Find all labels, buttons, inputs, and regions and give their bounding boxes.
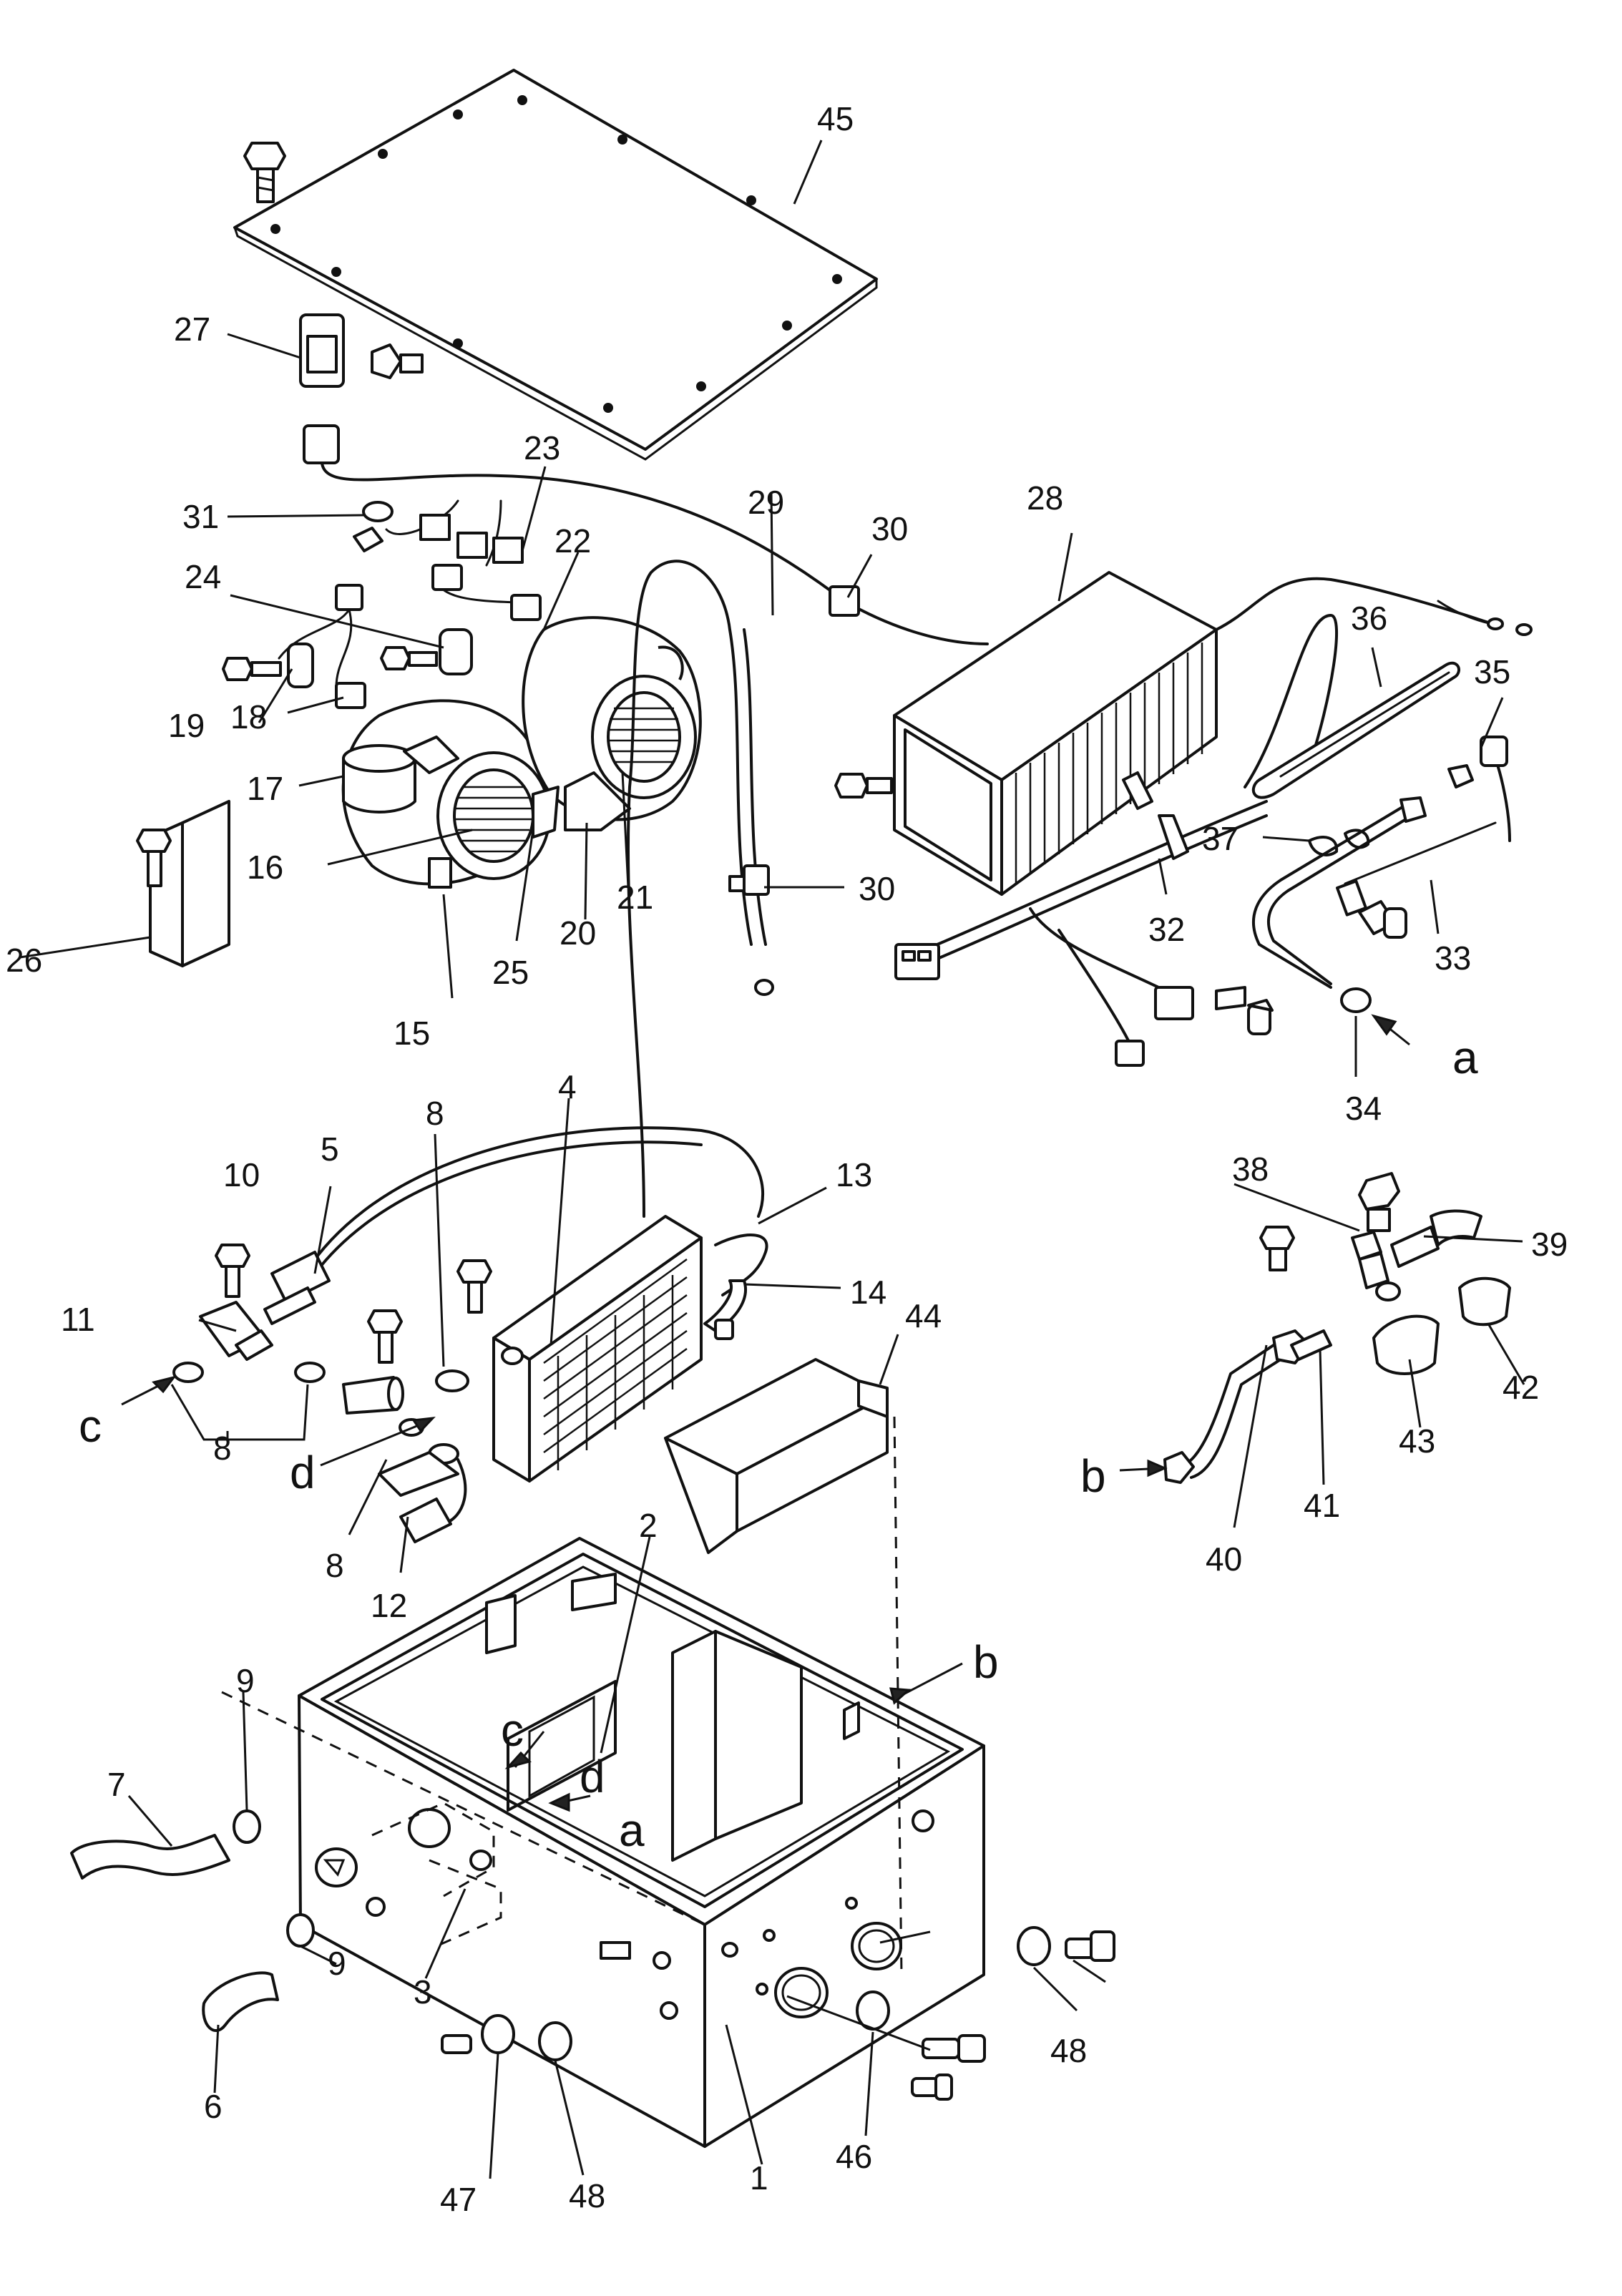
callout-13: 13	[836, 1156, 872, 1193]
callout-8a: 8	[426, 1095, 444, 1132]
callout-30b: 30	[859, 870, 895, 907]
drain-hoses	[70, 1809, 315, 2032]
callout-9b: 9	[328, 1945, 346, 1982]
hidden-lines	[221, 1416, 903, 1975]
callout-44: 44	[905, 1297, 942, 1334]
ref-letter-c-valve: c	[79, 1400, 102, 1452]
callout-8c: 8	[326, 1547, 344, 1584]
callout-27: 27	[174, 311, 210, 348]
callout-48a: 48	[569, 2177, 605, 2214]
callout-3: 3	[414, 1973, 432, 2011]
ref-letter-a-case: a	[619, 1804, 645, 1856]
callout-43: 43	[1399, 1422, 1435, 1460]
callout-26: 26	[6, 942, 42, 979]
pipe-assembly-b	[1163, 1172, 1511, 1484]
callout-31: 31	[182, 498, 219, 535]
callout-38: 38	[1232, 1151, 1269, 1188]
callout-5: 5	[321, 1130, 339, 1168]
small-connectors	[222, 501, 542, 709]
callout-12: 12	[371, 1587, 407, 1624]
callout-35: 35	[1474, 653, 1510, 690]
ref-letter-a-pipe: a	[1452, 1032, 1478, 1083]
callout-32: 32	[1148, 911, 1185, 948]
blower-assembly	[341, 616, 702, 889]
callout-labels: 1 2 3 4 5 6 7 8 8 8 9 9 10 11 12 13 14 1…	[6, 100, 1568, 2218]
callout-21: 21	[617, 879, 653, 916]
callout-46: 46	[836, 2138, 872, 2175]
callout-2: 2	[639, 1507, 658, 1544]
callout-16: 16	[247, 849, 283, 886]
callout-18: 18	[230, 698, 267, 736]
callout-30a: 30	[871, 510, 908, 547]
ref-letter-b-pipe: b	[1080, 1450, 1106, 1502]
grommets-and-bolts	[441, 1926, 1115, 2101]
ref-letter-b-case: b	[973, 1636, 999, 1688]
callout-29: 29	[748, 484, 784, 521]
heater-hoses	[299, 1126, 768, 1340]
callout-48b: 48	[1050, 2032, 1087, 2069]
callout-11: 11	[61, 1301, 95, 1338]
cover-plate	[233, 69, 878, 461]
callout-33: 33	[1435, 939, 1471, 977]
leader-lines	[19, 140, 1525, 2179]
callout-22: 22	[554, 522, 591, 560]
reference-letters: a b c d b c d a	[79, 1032, 1478, 1856]
callout-9a: 9	[236, 1662, 255, 1699]
callout-42: 42	[1503, 1369, 1539, 1406]
callout-15: 15	[394, 1015, 430, 1052]
callout-36: 36	[1351, 600, 1387, 637]
pipe-assembly-a	[1215, 661, 1511, 1035]
callout-7: 7	[107, 1766, 126, 1803]
callout-23: 23	[524, 429, 560, 466]
callout-6: 6	[204, 2088, 223, 2125]
callout-1: 1	[750, 2159, 768, 2197]
callout-10: 10	[223, 1156, 260, 1193]
main-case	[298, 1537, 985, 2148]
callout-24: 24	[185, 558, 221, 595]
callout-34: 34	[1345, 1090, 1382, 1127]
water-valve-assembly	[172, 1244, 492, 1543]
callout-14: 14	[850, 1274, 886, 1311]
callout-47: 47	[440, 2181, 477, 2218]
callout-20: 20	[560, 914, 596, 952]
air-duct	[664, 1358, 889, 1554]
callout-40: 40	[1206, 1540, 1242, 1578]
callout-39: 39	[1531, 1226, 1568, 1263]
callout-45: 45	[817, 100, 854, 137]
callout-41: 41	[1304, 1487, 1340, 1524]
ref-letter-d-valve: d	[290, 1447, 316, 1498]
callout-25: 25	[492, 954, 529, 991]
callout-19: 19	[168, 707, 205, 744]
ref-letter-c-case: c	[501, 1704, 524, 1756]
callout-28: 28	[1027, 479, 1063, 517]
long-hose	[626, 560, 774, 1218]
callout-4: 4	[558, 1068, 577, 1105]
callout-8b: 8	[213, 1430, 232, 1467]
callout-17: 17	[247, 770, 283, 807]
wire-harness	[303, 424, 989, 645]
relay	[299, 313, 424, 388]
mounting-bracket	[136, 800, 230, 967]
unit-harness	[894, 577, 1533, 1067]
heater-core	[492, 1215, 703, 1482]
callout-37: 37	[1202, 820, 1239, 857]
ref-letter-d-case: d	[580, 1751, 605, 1802]
cover-bolt	[243, 142, 286, 203]
